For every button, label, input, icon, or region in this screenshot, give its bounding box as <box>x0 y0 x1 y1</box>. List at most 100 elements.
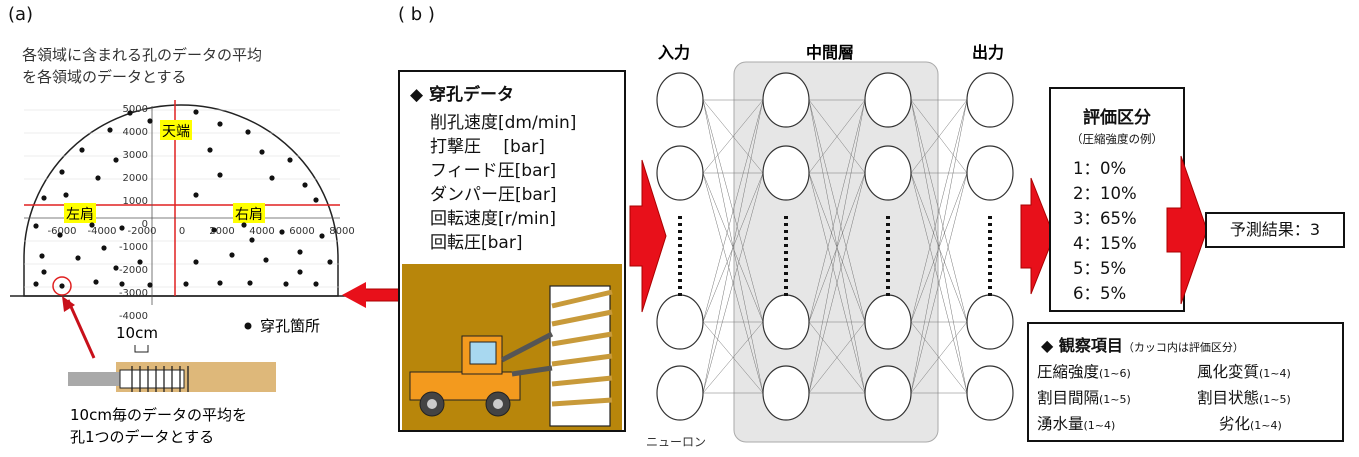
neuron-node-icon <box>864 365 912 421</box>
observation-box: ◆ 観察項目（カッコ内は評価区分） 圧縮強度(1~6) 風化変質(1~4) 割目… <box>1027 322 1344 442</box>
connection-line <box>910 172 968 394</box>
observation-item: 風化変質(1~4) <box>1197 363 1291 381</box>
connection-line <box>702 321 764 394</box>
neuron-node-icon <box>966 72 1014 128</box>
evaluation-title: 評価区分 <box>1083 108 1151 128</box>
y-tick-label: 2000 <box>123 173 148 184</box>
x-tick-label: 0 <box>179 226 185 237</box>
evaluation-box: 評価区分 （圧縮強度の例） 1：0% 2：10% 3：65% 4：15% 5：5… <box>1049 87 1185 312</box>
arrow-right-icon <box>1020 177 1055 295</box>
neuron-node-icon <box>656 72 704 128</box>
observation-item: 劣化(1~4) <box>1219 415 1282 433</box>
region-note-line1: 各領域に含まれる孔のデータの平均 <box>22 46 263 64</box>
diamond-bullet-icon: ◆ <box>1041 336 1059 355</box>
x-tick-label: -4000 <box>87 226 116 237</box>
observation-item: 割目間隔(1~5) <box>1037 389 1131 407</box>
evaluation-item: 6：5% <box>1073 284 1127 303</box>
observation-item: 湧水量(1~4) <box>1037 415 1116 433</box>
neuron-node-icon <box>656 294 704 350</box>
x-tick-label: -6000 <box>47 226 76 237</box>
evaluation-item: 5：5% <box>1073 259 1127 278</box>
right-shoulder-label: 右肩 <box>235 207 263 223</box>
connection-line <box>808 99 866 174</box>
observation-note: （カッコ内は評価区分） <box>1122 341 1244 354</box>
drill-rods-icon <box>551 289 613 407</box>
neuron-node-icon <box>966 145 1014 201</box>
drill-holes <box>33 109 333 289</box>
connection-line <box>702 172 764 394</box>
neuron-node-icon <box>762 294 810 350</box>
connection-line <box>910 321 968 394</box>
x-tick-label: 2000 <box>209 226 234 237</box>
connection-line <box>808 172 866 394</box>
connection-line <box>702 99 764 323</box>
evaluation-item: 1：0% <box>1073 159 1127 178</box>
arrow-right-icon <box>1166 155 1208 305</box>
drilling-data-title: 穿孔データ <box>429 85 514 105</box>
neuron-node-icon <box>966 365 1014 421</box>
param-rotation-speed: 回転速度[r/min] <box>430 209 557 229</box>
neuron-node-icon <box>656 145 704 201</box>
output-layer-label: 出力 <box>972 43 1004 62</box>
observation-title: 観察項目 <box>1058 336 1123 355</box>
crown-label: 天端 <box>162 124 190 140</box>
drill-jumbo-illustration <box>402 264 622 430</box>
x-tick-label: 6000 <box>289 226 314 237</box>
connection-line <box>910 99 968 174</box>
tunnel-outline <box>23 104 339 297</box>
param-drilling-speed: 削孔速度[dm/min] <box>430 113 577 133</box>
connection-line <box>808 99 866 394</box>
connection-line <box>702 99 764 394</box>
evaluation-item: 4：15% <box>1073 234 1137 253</box>
diamond-bullet-icon: ◆ <box>410 85 429 105</box>
drilling-data-box: ◆ 穿孔データ 削孔速度[dm/min] 打撃圧 [bar] フィード圧[bar… <box>398 70 626 432</box>
arrow-left-icon <box>342 282 366 308</box>
neuron-node-icon <box>864 294 912 350</box>
y-tick-label: -1000 <box>119 242 148 253</box>
connection-line <box>910 99 968 394</box>
connection-line <box>910 99 968 323</box>
y-tick-label: -2000 <box>119 265 148 276</box>
neuron-node-icon <box>864 145 912 201</box>
x-tick-label: -2000 <box>127 226 156 237</box>
vehicle-icon <box>409 331 554 417</box>
connection-line <box>808 321 866 394</box>
selected-hole-circle <box>52 276 72 296</box>
y-tick-label: 3000 <box>123 150 148 161</box>
param-damper-pressure: ダンパー圧[bar] <box>430 185 557 205</box>
neuron-node-icon <box>864 72 912 128</box>
arrow-up-icon <box>62 296 75 312</box>
neuron-node-icon <box>762 72 810 128</box>
connection-line <box>702 99 764 174</box>
neuron-label: ニューロン <box>646 435 706 449</box>
x-tick-label: 4000 <box>249 226 274 237</box>
neuron-node-icon <box>656 365 704 421</box>
param-feed-pressure: フィード圧[bar] <box>430 161 557 181</box>
y-tick-label: 0 <box>142 219 148 230</box>
neural-network-diagram: 入力 中間層 出力 ニューロン <box>629 43 1055 449</box>
connection-line <box>808 99 866 323</box>
neuron-node-icon <box>762 365 810 421</box>
observation-item: 割目状態(1~5) <box>1197 389 1291 407</box>
left-shoulder-label: 左肩 <box>66 207 94 223</box>
hidden-layer-label: 中間層 <box>806 43 854 62</box>
param-rotation-pressure: 回転圧[bar] <box>430 233 523 253</box>
prediction-result: 予測結果：3 <box>1205 212 1345 248</box>
drill-point-icon <box>244 322 252 330</box>
bottom-note-line1: 10cm毎のデータの平均を <box>70 406 247 424</box>
neuron-node-icon <box>966 294 1014 350</box>
param-percussion-pressure: 打撃圧 [bar] <box>430 137 545 157</box>
region-note-line2: を各領域のデータとする <box>22 68 187 86</box>
y-tick-label: -4000 <box>119 311 148 322</box>
evaluation-item: 3：65% <box>1073 209 1137 228</box>
ten-cm-label: 10cm <box>116 324 158 342</box>
bottom-note-line2: 孔1つのデータとする <box>70 428 214 446</box>
evaluation-item: 2：10% <box>1073 184 1137 203</box>
y-tick-label: 4000 <box>123 127 148 138</box>
panel-label-b: ( b ) <box>398 4 435 25</box>
observation-item: 圧縮強度(1~6) <box>1037 363 1131 381</box>
arrow-right-icon <box>629 159 667 313</box>
evaluation-subtitle: （圧縮強度の例） <box>1071 132 1163 146</box>
input-layer-label: 入力 <box>658 43 690 62</box>
tunnel-section-chart: 500040003000200010000-1000-2000-3000-400… <box>10 100 355 446</box>
